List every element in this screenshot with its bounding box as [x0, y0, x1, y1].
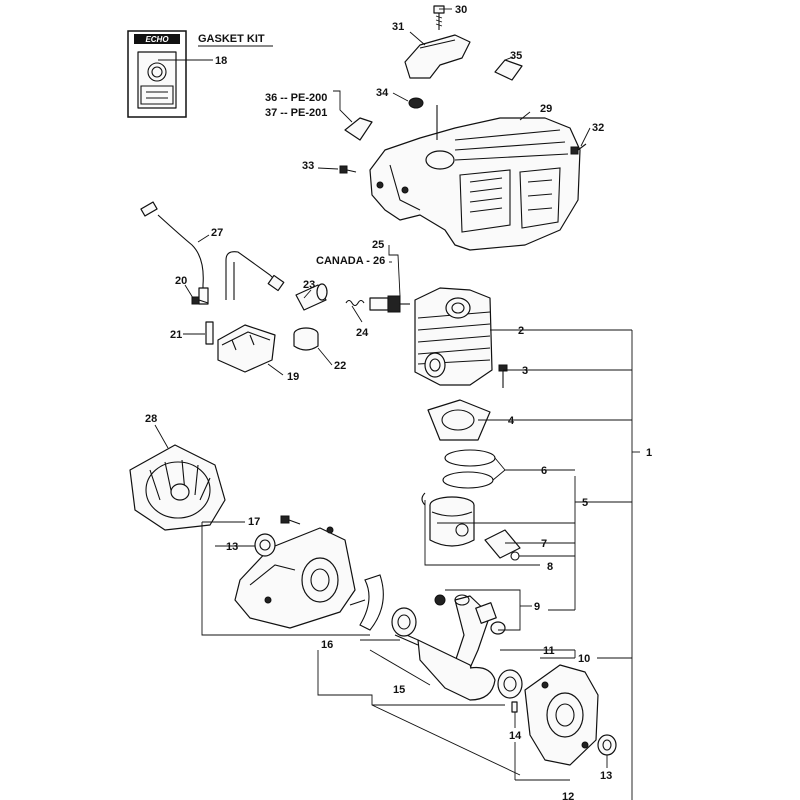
callout-7: 7	[541, 538, 547, 550]
callout-9: 9	[534, 601, 540, 613]
callout-28: 28	[145, 413, 157, 425]
callout-2: 2	[518, 325, 524, 337]
callout-27: 27	[211, 227, 223, 239]
piston-ring-upper[interactable]	[444, 449, 496, 467]
callout-11: 11	[543, 645, 555, 657]
main-bearing-right[interactable]	[497, 669, 523, 699]
ignition-wire[interactable]	[140, 201, 209, 305]
boot[interactable]	[293, 327, 319, 351]
callout-12: 12	[562, 791, 574, 800]
callout-6: 6	[541, 465, 547, 477]
cylinder-bolt[interactable]	[498, 364, 508, 388]
oil-seal-left[interactable]	[254, 533, 276, 557]
crankcase-bolt[interactable]	[280, 515, 301, 525]
callout-16: 16	[321, 639, 333, 651]
cover-screw-left[interactable]	[339, 165, 357, 174]
callout-15: 15	[393, 684, 405, 696]
callout-20: 20	[175, 275, 187, 287]
callout-37: 37 -- PE-201	[265, 107, 327, 119]
callout-29: 29	[540, 103, 552, 115]
cylinder-cover[interactable]	[369, 117, 581, 251]
callout-24: 24	[356, 327, 369, 339]
model-decal[interactable]	[344, 117, 373, 141]
cylinder[interactable]	[414, 287, 493, 386]
crankcase-left[interactable]	[234, 526, 356, 629]
dowel-pin[interactable]	[511, 701, 518, 713]
ignition-coil[interactable]	[217, 251, 285, 373]
needle-bearing[interactable]	[475, 602, 506, 635]
leader-lines	[154, 8, 640, 800]
warning-label[interactable]	[494, 59, 523, 81]
callout-19: 19	[287, 371, 299, 383]
top-bracket[interactable]	[404, 34, 471, 79]
callout-17: 17	[248, 516, 260, 528]
circlip[interactable]	[421, 492, 426, 506]
spark-plug[interactable]	[369, 295, 410, 313]
callout-4: 4	[508, 415, 515, 427]
callout-18: 18	[215, 55, 227, 67]
gasket-kit-title: GASKET KIT	[198, 33, 265, 45]
piston-ring-lower[interactable]	[442, 471, 494, 489]
pin-clip[interactable]	[510, 551, 520, 561]
callout-36: 36 -- PE-200	[265, 92, 327, 104]
crankcase-right[interactable]	[524, 664, 599, 766]
callout-10: 10	[578, 653, 590, 665]
callout-34: 34	[376, 87, 389, 99]
callout-31: 31	[392, 21, 404, 33]
cover-screw-right[interactable]	[570, 143, 587, 155]
callout-23: 23	[303, 279, 315, 291]
callout-13-right: 13	[600, 770, 612, 782]
callout-25: 25	[372, 239, 384, 251]
cylinder-gasket[interactable]	[427, 399, 491, 441]
callout-13-left: 13	[226, 541, 238, 553]
spring[interactable]	[345, 299, 365, 307]
piston-pin[interactable]	[484, 529, 521, 559]
crankshaft[interactable]	[394, 629, 496, 701]
callout-32: 32	[592, 122, 604, 134]
callout-14: 14	[509, 730, 522, 742]
top-screw[interactable]	[433, 5, 445, 30]
plug-cap[interactable]	[295, 283, 328, 311]
callout-labels: 30 31 35 18 34 36 -- PE-200 37 -- PE-201…	[145, 4, 652, 800]
callout-8: 8	[547, 561, 553, 573]
piston[interactable]	[429, 496, 475, 547]
callout-5: 5	[582, 497, 588, 509]
callout-30: 30	[455, 4, 467, 16]
callout-1: 1	[646, 447, 652, 459]
flywheel[interactable]	[129, 444, 226, 531]
callout-26: CANADA - 26	[316, 255, 385, 267]
main-bearing-left[interactable]	[391, 607, 417, 637]
oil-seal-right[interactable]	[597, 734, 617, 756]
gasket-kit-box[interactable]: ECHO	[127, 30, 187, 118]
echo-logo: ECHO	[145, 35, 169, 44]
callout-33: 33	[302, 160, 314, 172]
callout-3: 3	[522, 365, 528, 377]
callout-35: 35	[510, 50, 522, 62]
coil-screw[interactable]	[191, 296, 209, 305]
crankcase-gasket[interactable]	[359, 574, 384, 631]
spacer-pin[interactable]	[205, 321, 214, 345]
callout-22: 22	[334, 360, 346, 372]
callout-21: 21	[170, 329, 182, 341]
grommet[interactable]	[408, 97, 424, 109]
